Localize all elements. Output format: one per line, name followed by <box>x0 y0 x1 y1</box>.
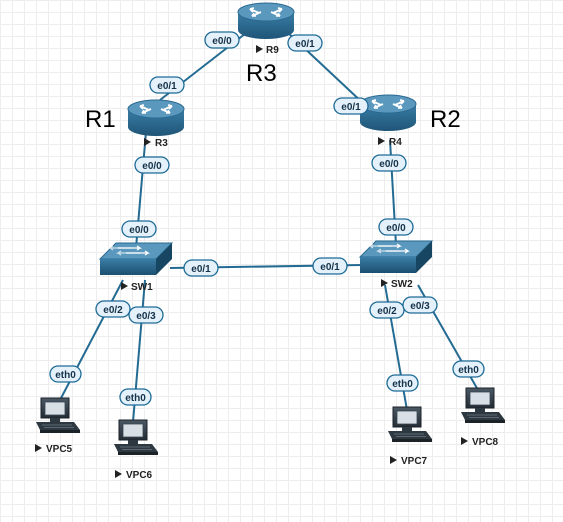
play-icon <box>256 45 263 53</box>
router-icon <box>127 99 185 137</box>
pc-icon <box>387 406 433 443</box>
switch-icon <box>359 240 433 274</box>
switch-sw1[interactable]: SW1 <box>99 242 173 293</box>
play-icon <box>381 279 388 287</box>
pc-icon <box>35 397 81 434</box>
svg-text:eth0: eth0 <box>458 365 479 376</box>
port-sw2-e0-2: e0/2 <box>369 301 405 319</box>
svg-text:e0/1: e0/1 <box>341 102 361 113</box>
svg-text:e0/3: e0/3 <box>136 311 156 322</box>
svg-text:eth0: eth0 <box>125 393 146 404</box>
port-r4-e0-0: e0/0 <box>371 154 407 172</box>
port-sw2-e0-1: e0/1 <box>312 257 348 275</box>
port-vpc5-eth0: eth0 <box>49 365 82 383</box>
port-r9-e0-1: e0/1 <box>287 34 323 52</box>
port-r3-e0-1: e0/1 <box>149 76 185 94</box>
port-sw1-e0-0: e0/0 <box>121 220 157 238</box>
node-label-vpc8: VPC8 <box>472 437 499 448</box>
svg-text:e0/2: e0/2 <box>103 305 123 316</box>
pc-vpc5[interactable]: VPC5 <box>35 397 81 455</box>
pc-icon <box>113 419 159 456</box>
svg-text:e0/0: e0/0 <box>129 225 149 236</box>
node-label-sw1: SW1 <box>131 282 153 293</box>
port-r4-e0-1: e0/1 <box>333 97 369 115</box>
node-label-vpc5: VPC5 <box>46 444 73 455</box>
port-sw2-e0-0: e0/0 <box>378 218 414 236</box>
svg-text:e0/0: e0/0 <box>212 36 232 47</box>
svg-text:e0/3: e0/3 <box>410 301 430 312</box>
router-r3[interactable]: R3 <box>127 99 185 149</box>
router-r9[interactable]: R9 <box>237 2 295 56</box>
port-r3-e0-0: e0/0 <box>134 156 170 174</box>
annotation-r3: R3 <box>246 60 277 87</box>
svg-text:e0/0: e0/0 <box>142 161 162 172</box>
port-sw2-e0-3: e0/3 <box>402 296 438 314</box>
node-label-r4: R4 <box>389 137 402 148</box>
play-icon <box>144 138 151 146</box>
play-icon <box>115 470 122 478</box>
node-label-r9: R9 <box>266 45 279 56</box>
node-label-sw2: SW2 <box>391 279 413 290</box>
svg-text:e0/1: e0/1 <box>191 264 211 275</box>
port-labels: e0/0 e0/1 e0/1 e0/1 e0/0 e0/0 e0/0 e0/0 <box>49 31 485 406</box>
annotation-r2: R2 <box>430 106 461 133</box>
port-sw1-e0-3: e0/3 <box>128 306 164 324</box>
node-label-r3: R3 <box>155 138 168 149</box>
svg-text:e0/0: e0/0 <box>379 159 399 170</box>
play-icon <box>35 444 42 452</box>
svg-text:e0/1: e0/1 <box>295 39 315 50</box>
svg-text:e0/2: e0/2 <box>377 306 397 317</box>
svg-text:eth0: eth0 <box>392 379 413 390</box>
play-icon <box>121 282 128 290</box>
switch-icon <box>99 242 173 276</box>
pc-vpc7[interactable]: VPC7 <box>387 406 433 467</box>
pc-vpc8[interactable]: VPC8 <box>460 387 506 448</box>
node-label-vpc7: VPC7 <box>401 456 428 467</box>
play-icon <box>378 137 385 145</box>
router-r4[interactable]: R4 <box>359 94 417 148</box>
play-icon <box>461 437 468 445</box>
svg-text:e0/1: e0/1 <box>320 262 340 273</box>
node-label-vpc6: VPC6 <box>126 470 153 481</box>
svg-text:e0/0: e0/0 <box>386 223 406 234</box>
port-vpc7-eth0: eth0 <box>386 374 419 392</box>
port-vpc6-eth0: eth0 <box>119 388 152 406</box>
port-r9-e0-0: e0/0 <box>204 31 240 49</box>
pc-icon <box>460 387 506 424</box>
svg-text:eth0: eth0 <box>55 370 76 381</box>
port-sw1-e0-2: e0/2 <box>95 300 131 318</box>
annotation-r1: R1 <box>85 106 116 133</box>
play-icon <box>390 456 397 464</box>
svg-text:e0/1: e0/1 <box>157 81 177 92</box>
port-sw1-e0-1: e0/1 <box>183 259 219 277</box>
router-icon <box>237 2 295 40</box>
port-vpc8-eth0: eth0 <box>452 360 485 378</box>
router-icon <box>359 94 417 132</box>
switch-sw2[interactable]: SW2 <box>359 240 433 290</box>
pc-vpc6[interactable]: VPC6 <box>113 419 159 481</box>
